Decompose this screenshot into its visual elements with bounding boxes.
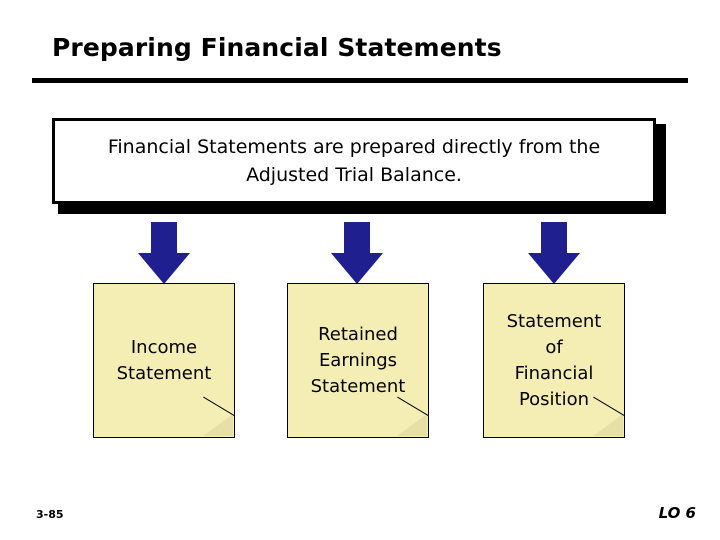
learning-objective-label: LO 6	[658, 504, 696, 522]
card-statement-of-financial-position: Statement of Financial Position	[483, 283, 625, 438]
arrow-head	[331, 253, 383, 284]
callout-box: Financial Statements are prepared direct…	[52, 118, 656, 204]
card-line-2: Earnings	[318, 349, 398, 371]
arrow-down-income-statement	[138, 222, 190, 284]
callout-line-1: Financial Statements are prepared direct…	[107, 136, 601, 158]
card-retained-earnings-text: Retained Earnings Statement	[307, 322, 410, 400]
card-financial-position-text: Statement of Financial Position	[503, 309, 606, 413]
card-income-statement: Income Statement	[93, 283, 235, 438]
callout-text: Financial Statements are prepared direct…	[98, 133, 610, 189]
card-line-1: Income	[130, 336, 198, 358]
page-fold-icon	[203, 414, 233, 436]
page-title: Preparing Financial Statements	[52, 33, 502, 62]
callout-line-2: Adjusted Trial Balance.	[246, 164, 462, 186]
arrow-head	[138, 253, 190, 284]
arrow-shaft	[151, 222, 177, 254]
card-retained-earnings-statement: Retained Earnings Statement	[287, 283, 429, 438]
card-line-1: Retained	[318, 323, 398, 345]
arrow-head	[528, 253, 580, 284]
page-number: 3-85	[36, 508, 64, 521]
title-divider	[32, 78, 688, 83]
card-line-3: Statement	[310, 375, 406, 397]
card-line-2: of	[545, 336, 563, 358]
card-income-statement-text: Income Statement	[113, 335, 216, 387]
card-line-1: Statement	[506, 310, 602, 332]
card-line-2: Statement	[116, 362, 212, 384]
arrow-shaft	[541, 222, 567, 254]
arrow-shaft	[344, 222, 370, 254]
arrow-down-financial-position	[528, 222, 580, 284]
page-fold-icon	[593, 414, 623, 436]
page-fold-icon	[397, 414, 427, 436]
card-line-4: Position	[518, 388, 590, 410]
card-line-3: Financial	[514, 362, 594, 384]
arrow-down-retained-earnings	[331, 222, 383, 284]
